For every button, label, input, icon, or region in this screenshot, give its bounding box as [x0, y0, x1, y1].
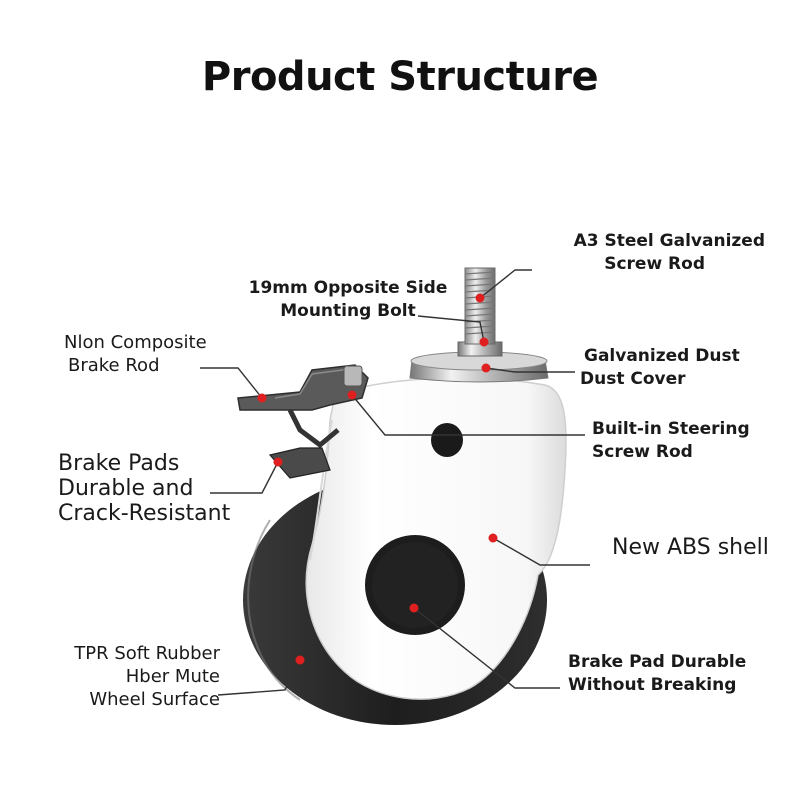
- marker-brake-pad-durable: [409, 603, 419, 613]
- marker-brake-rod: [257, 393, 267, 403]
- label-brake-rod: Nlon Composite Brake Rod: [64, 332, 207, 376]
- page-title: Product Structure: [201, 54, 599, 100]
- marker-steering-rod: [347, 390, 357, 400]
- label-rubber: TPR Soft Rubber Hber Mute Wheel Surface: [74, 643, 220, 710]
- wheel-hub: [365, 535, 465, 635]
- label-screw-rod: A3 Steel Galvanized Screw Rod: [573, 231, 765, 274]
- marker-abs-shell: [488, 533, 498, 543]
- label-steering-rod: Built-in Steering Screw Rod: [592, 419, 750, 462]
- marker-mounting-bolt: [479, 337, 489, 347]
- marker-dots: [257, 293, 498, 665]
- marker-screw-rod: [475, 293, 485, 303]
- label-mounting-bolt: 19mm Opposite Side Mounting Bolt: [248, 278, 448, 321]
- label-brake-pads: Brake Pads Durable and Crack-Resistant: [58, 451, 231, 526]
- brake-lever: [237, 364, 369, 479]
- steering-hole: [431, 423, 463, 457]
- marker-rubber: [295, 655, 305, 665]
- leader-lines: [200, 269, 590, 696]
- dust-cover: [409, 341, 549, 383]
- marker-dust-cover: [481, 363, 491, 373]
- label-dust-cover: Galvanized Dust Dust Cover: [580, 346, 740, 389]
- label-brake-pad-durable: Brake Pad Durable Without Breaking: [568, 652, 747, 695]
- marker-brake-pads: [273, 457, 283, 467]
- label-abs-shell: New ABS shell: [612, 535, 769, 560]
- screw-rod: [464, 267, 496, 345]
